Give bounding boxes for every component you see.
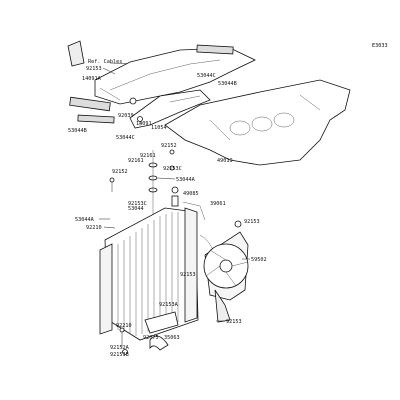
callout-92152-a: 92152 [161,143,177,149]
callout-92161-a: 92161 [140,153,156,159]
callout-14091: 14091 [136,121,152,127]
heat-pad-right [196,44,234,55]
fan-assembly [203,231,249,323]
callout-92152a: 92152A [110,345,130,351]
callout-49085: 49085 [183,191,199,197]
callout-92153b: 92153B [110,352,129,358]
reservoir-bracket [129,89,211,129]
callout-49019: 49019 [217,158,233,164]
callout-35063: 35063 [164,335,180,341]
radiator [99,207,199,341]
callout-53044a-a: 53044A [176,177,196,183]
heat-pad-left-top [69,96,111,112]
callout-92153-d: 92153 [226,319,242,325]
heat-guard-panel [94,44,256,105]
bolt-92152 [109,177,115,192]
screw-stack [148,149,175,220]
callout-92039: 92039 [118,113,134,119]
radiator-cap-group [171,186,206,221]
callout-11054: 11054 [151,125,167,131]
callout-53044c-right: 53044C [197,73,216,79]
callout-92210-a: 92210 [86,225,102,231]
callout-53044b-left: 53044B [68,128,87,134]
callout-92161-b: 92161 [128,158,144,164]
grommet [129,97,137,105]
callout-53044a-b: 53044A [75,217,95,223]
callout-92152-b: 92152 [112,169,128,175]
bolt-92039 [137,116,143,126]
callout-92075: 92075 [143,335,159,341]
callout-59502: 59502 [251,257,267,263]
callout-53044: 53044 [128,206,144,212]
ref-cables-label: Ref. Cables [88,59,122,65]
callout-53044c-left: 53044C [116,135,135,141]
heat-pad-left-bottom [77,114,115,124]
insulator-pad [164,79,351,166]
ref-cables-tag: Ref. Cables [67,40,141,67]
lower-bracket [119,311,179,355]
callout-92153c-b: 92153C [128,201,147,207]
callout-92153c-a: 92153C [163,166,182,172]
callout-53044b-right: 53044B [218,81,237,87]
callout-92153-b: 92153 [244,219,260,225]
diagram-code: E3033 [372,43,388,49]
radiator-fins [117,212,179,336]
connector [234,220,242,228]
callout-92153a: 92153A [159,302,179,308]
callout-92153-c: 92153 [180,272,196,278]
callout-92210-b: 92210 [116,323,132,329]
callout-14091a: 14091A [82,76,102,82]
callout-39061: 39061 [210,201,226,207]
hose-35063 [149,335,169,351]
callout-92153-top: 92153 [86,66,102,72]
